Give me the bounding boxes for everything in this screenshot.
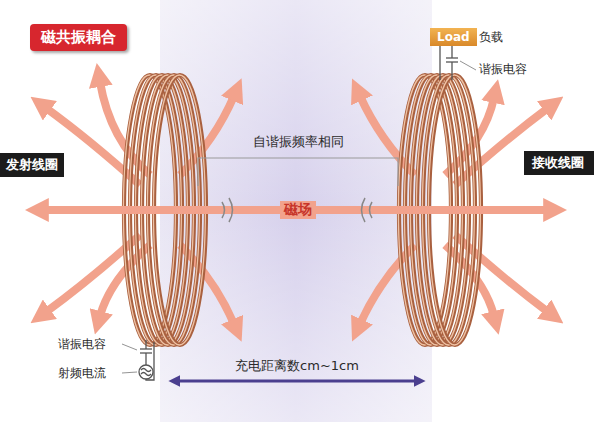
load-box: Load [430, 28, 477, 46]
field-label: 磁场 [280, 201, 316, 219]
node-text: 发射线圈 [6, 156, 58, 174]
bracket [198, 158, 398, 186]
callout-label: 负载 [479, 29, 503, 46]
coil-label-box: 接收线圈 [524, 151, 594, 175]
distance-arrow [178, 380, 416, 383]
title-badge: 磁共振耦合 [30, 24, 127, 51]
coil-label-box: 发射线圈 [0, 153, 64, 177]
transmit-circuit [122, 340, 154, 380]
callout-label: 谐振电容 [479, 61, 527, 78]
node-text: Load [437, 30, 470, 44]
callout-label: 射频电流 [58, 365, 106, 382]
node-text: 接收线圈 [532, 154, 584, 172]
dimension-label: 充电距离数cm~1cm [235, 357, 359, 375]
wave-symbols [222, 198, 372, 222]
callout-label: 谐振电容 [58, 336, 106, 353]
callout-label: 自谐振频率相同 [253, 133, 344, 151]
